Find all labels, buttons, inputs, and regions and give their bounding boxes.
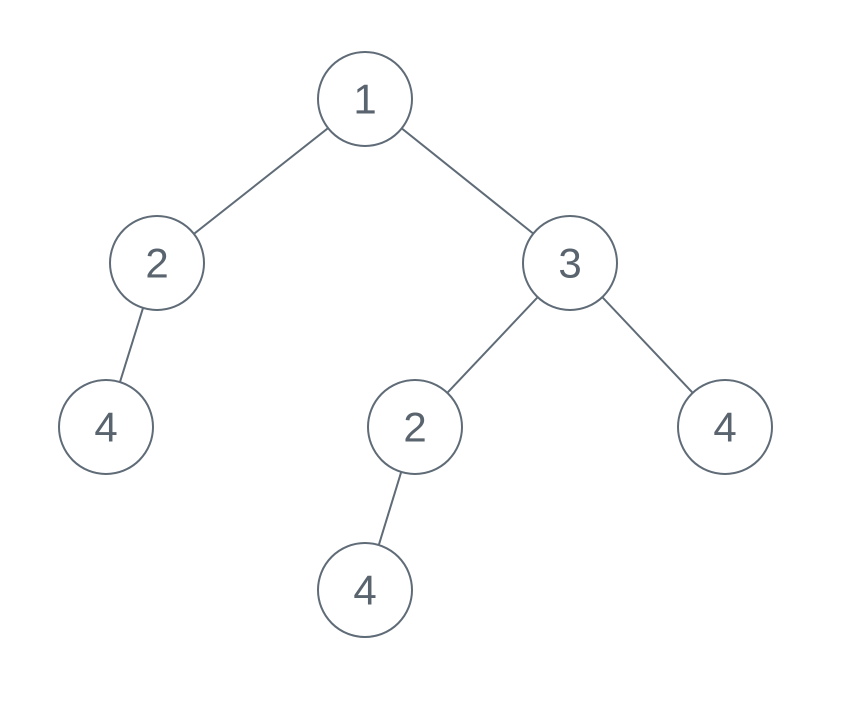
tree-node-label-n2: 2 bbox=[145, 240, 168, 287]
tree-node-circle-n6 bbox=[677, 379, 773, 475]
tree-node-label-n3: 3 bbox=[558, 240, 581, 287]
tree-node-n6: 4 bbox=[677, 379, 773, 475]
tree-node-circle-n2 bbox=[109, 215, 205, 311]
tree-node-label-n1: 1 bbox=[353, 76, 376, 123]
tree-node-n7: 4 bbox=[317, 542, 413, 638]
tree-node-circle-n7 bbox=[317, 542, 413, 638]
tree-node-n4: 4 bbox=[58, 379, 154, 475]
tree-node-n1: 1 bbox=[317, 51, 413, 147]
tree-node-n2: 2 bbox=[109, 215, 205, 311]
tree-node-label-n5: 2 bbox=[403, 404, 426, 451]
tree-nodes-layer: 1 2 3 4 2 4 4 bbox=[58, 51, 773, 638]
tree-edges-layer bbox=[105, 98, 726, 591]
tree-node-circle-n3 bbox=[522, 215, 618, 311]
tree-node-label-n7: 4 bbox=[353, 567, 376, 614]
tree-node-n3: 3 bbox=[522, 215, 618, 311]
tree-node-n5: 2 bbox=[367, 379, 463, 475]
tree-node-circle-n4 bbox=[58, 379, 154, 475]
tree-node-circle-n1 bbox=[317, 51, 413, 147]
tree-node-label-n4: 4 bbox=[94, 404, 117, 451]
tree-node-label-n6: 4 bbox=[713, 404, 736, 451]
tree-node-circle-n5 bbox=[367, 379, 463, 475]
